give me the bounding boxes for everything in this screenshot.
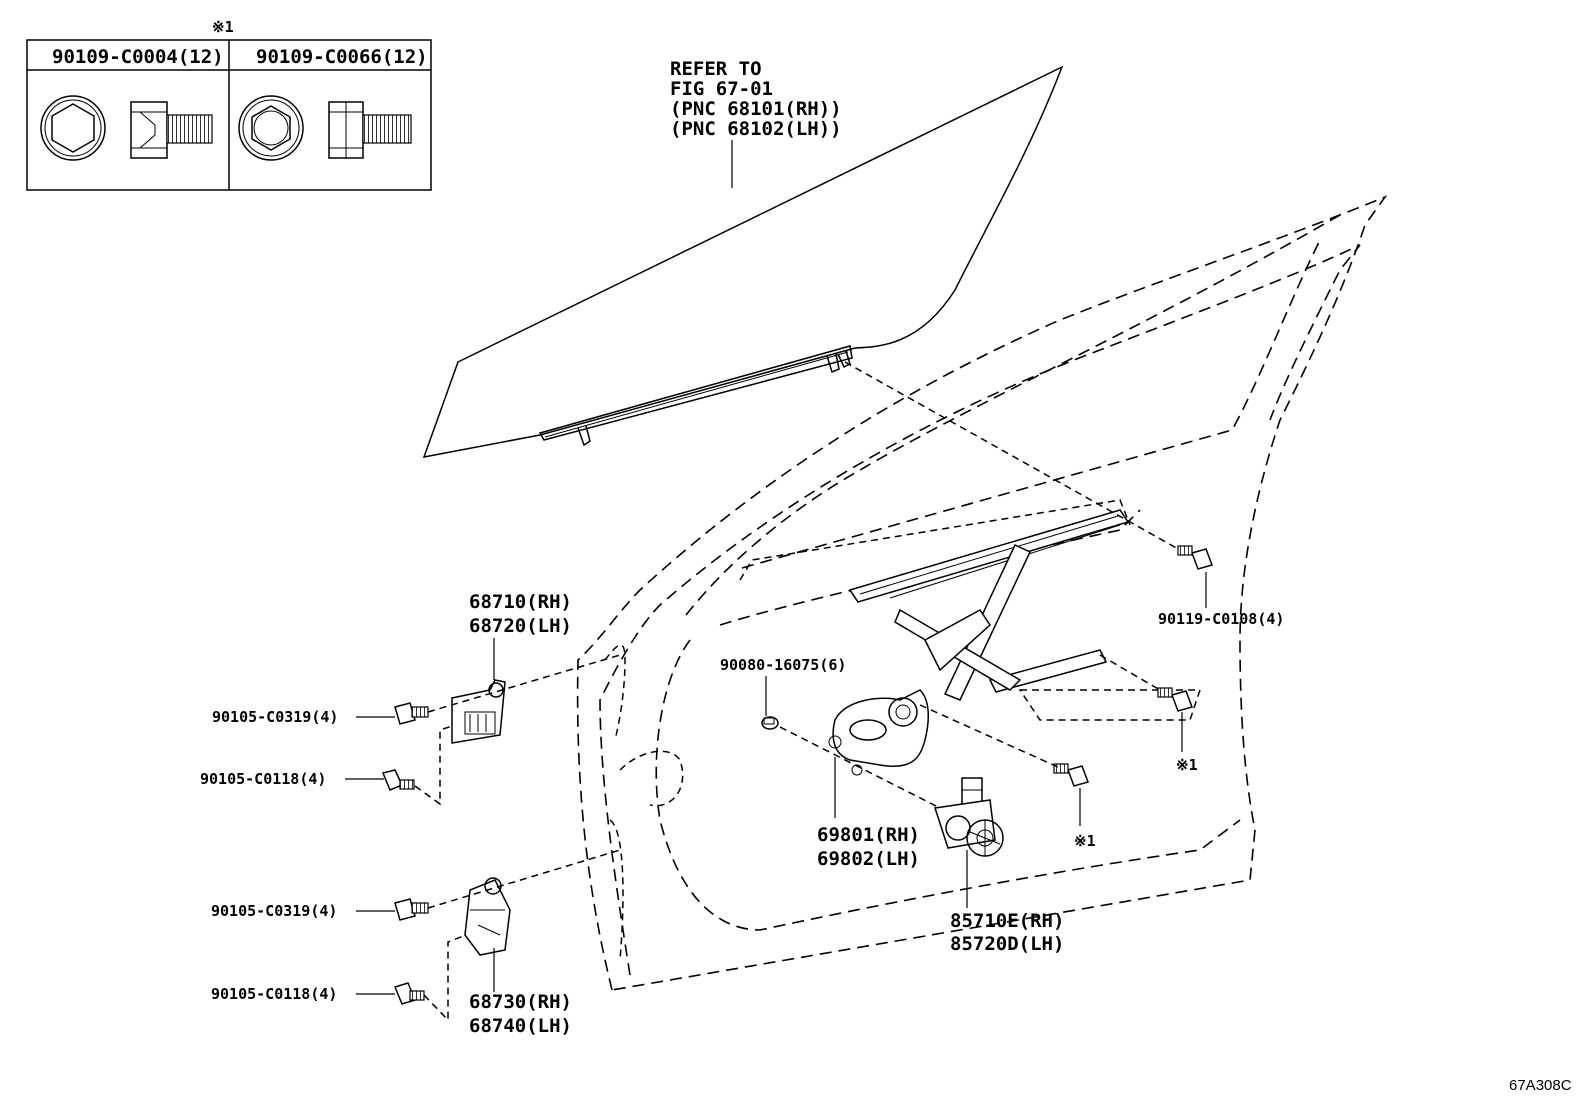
label-bolt-lower-1: 90105-C0319(4): [211, 902, 337, 920]
flange-bolt-side-icon: [130, 101, 213, 159]
label-lower-hinge-lh: 68740(LH): [469, 1015, 572, 1037]
label-bolt-upper-1: 90105-C0319(4): [212, 708, 338, 726]
legend-bolt-2-part-no: 90109-C0066(12): [256, 46, 428, 68]
regulator-bolt-right: [1157, 687, 1193, 712]
label-motor-lh: 85720D(LH): [950, 933, 1064, 955]
label-rivet: 90080-16075(6): [720, 656, 846, 674]
window-regulator: [828, 509, 1130, 776]
lower-hinge: [464, 877, 511, 956]
glass-callout: REFER TO FIG 67-01 (PNC 68101(RH)) (PNC …: [670, 58, 842, 188]
glass-callout-line-3: (PNC 68101(RH)): [670, 98, 842, 120]
bolt-head-hex-flange-icon: [238, 95, 304, 161]
label-bolt-upper-2: 90105-C0118(4): [200, 770, 326, 788]
hinge-bolt-upper-2: [381, 769, 415, 791]
regulator-motor: [934, 777, 1004, 857]
leader-lines: [345, 572, 1207, 995]
hinge-bolt-lower-2: [393, 982, 425, 1005]
label-lower-hinge-rh: 68730(RH): [469, 991, 572, 1013]
label-motor-rh: 85710E(RH): [950, 910, 1064, 932]
regulator-bolt-lower: [1053, 763, 1089, 787]
hinge-bolt-lower-1: [394, 898, 429, 921]
label-bolt-lower-2: 90105-C0118(4): [211, 985, 337, 1003]
hinge-bolt-upper-1: [394, 702, 429, 725]
label-ref-mark-2: ※1: [1074, 832, 1096, 850]
upper-hinge: [451, 679, 506, 744]
bolt-legend-box: ※1 90109-C0004(12) 90109-C0066(12): [26, 18, 432, 191]
label-upper-hinge-lh: 68720(LH): [469, 615, 572, 637]
legend-marker: ※1: [212, 18, 234, 36]
label-regulator-rh: 69801(RH): [817, 824, 920, 846]
bolt-head-hex-icon: [40, 95, 106, 161]
flange-bolt-side-icon-2: [328, 101, 412, 159]
label-upper-hinge-rh: 68710(RH): [469, 591, 572, 613]
regulator-bolt-upper: [1177, 545, 1213, 570]
label-regulator-bolt: 90119-C0108(4): [1158, 610, 1284, 628]
door-panel-outline: [576, 195, 1388, 991]
assembly-lines: [414, 361, 1181, 1022]
glass-callout-line-2: FIG 67-01: [670, 78, 773, 100]
label-ref-mark-1: ※1: [1176, 756, 1198, 774]
legend-bolt-1-part-no: 90109-C0004(12): [52, 46, 224, 68]
rivet: [761, 716, 779, 730]
glass-callout-line-1: REFER TO: [670, 58, 762, 80]
door-glass: [422, 65, 1064, 458]
figure-code: 67A308C: [1509, 1077, 1572, 1094]
glass-callout-line-4: (PNC 68102(LH)): [670, 118, 842, 140]
label-regulator-lh: 69802(LH): [817, 848, 920, 870]
